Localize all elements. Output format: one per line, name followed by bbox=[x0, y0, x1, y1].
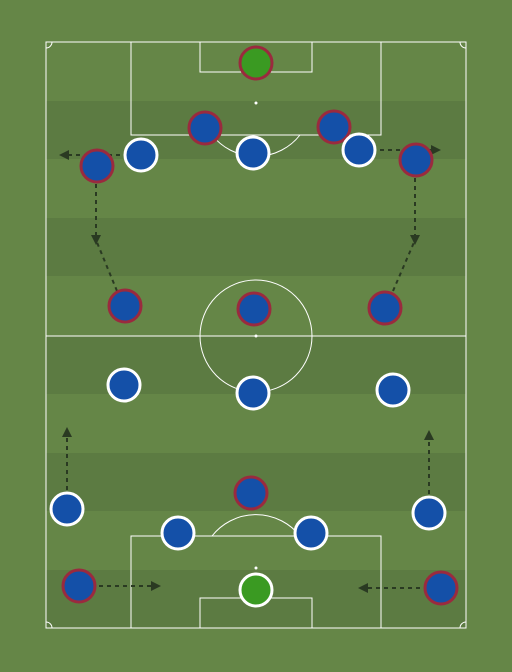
player-a-wide-left[interactable] bbox=[49, 491, 85, 527]
player-a-wide-right[interactable] bbox=[411, 495, 447, 531]
players bbox=[49, 45, 459, 608]
player-b-mid-right[interactable] bbox=[367, 290, 403, 326]
player-gk-top[interactable] bbox=[238, 45, 274, 81]
center-spot bbox=[254, 334, 258, 338]
player-b-cb-right[interactable] bbox=[316, 109, 352, 145]
player-b-mid-center[interactable] bbox=[236, 291, 272, 327]
player-gk-bottom[interactable] bbox=[238, 572, 274, 608]
player-a-mid-left[interactable] bbox=[106, 367, 142, 403]
corner-arc-tr bbox=[459, 41, 467, 49]
penalty-arc-bottom bbox=[211, 514, 301, 537]
player-a-fwd-center[interactable] bbox=[235, 135, 271, 171]
corner-arc-br bbox=[459, 621, 467, 629]
player-b-wb-right-bottom[interactable] bbox=[423, 570, 459, 606]
player-a-cb-left[interactable] bbox=[160, 515, 196, 551]
player-a-mid-right[interactable] bbox=[375, 372, 411, 408]
player-a-cb-right[interactable] bbox=[293, 515, 329, 551]
penalty-spot-bottom bbox=[254, 566, 258, 570]
player-b-fb-right[interactable] bbox=[398, 142, 434, 178]
player-a-mid-center[interactable] bbox=[235, 375, 271, 411]
player-b-cb-left[interactable] bbox=[187, 110, 223, 146]
arrow-left-run bbox=[95, 239, 118, 292]
corner-arc-bl bbox=[45, 621, 53, 629]
pitch-spots bbox=[254, 101, 258, 570]
corner-arc-tl bbox=[45, 41, 53, 49]
player-b-wb-left-bottom[interactable] bbox=[61, 568, 97, 604]
player-a-fwd-left[interactable] bbox=[123, 137, 159, 173]
player-b-fb-left[interactable] bbox=[79, 148, 115, 184]
player-b-mid-left[interactable] bbox=[107, 288, 143, 324]
pitch-markings bbox=[45, 41, 467, 629]
arrow-right-run bbox=[392, 239, 416, 292]
player-a-fwd-right[interactable] bbox=[341, 132, 377, 168]
penalty-spot-top bbox=[254, 101, 258, 105]
player-b-fwd-bottom[interactable] bbox=[233, 475, 269, 511]
